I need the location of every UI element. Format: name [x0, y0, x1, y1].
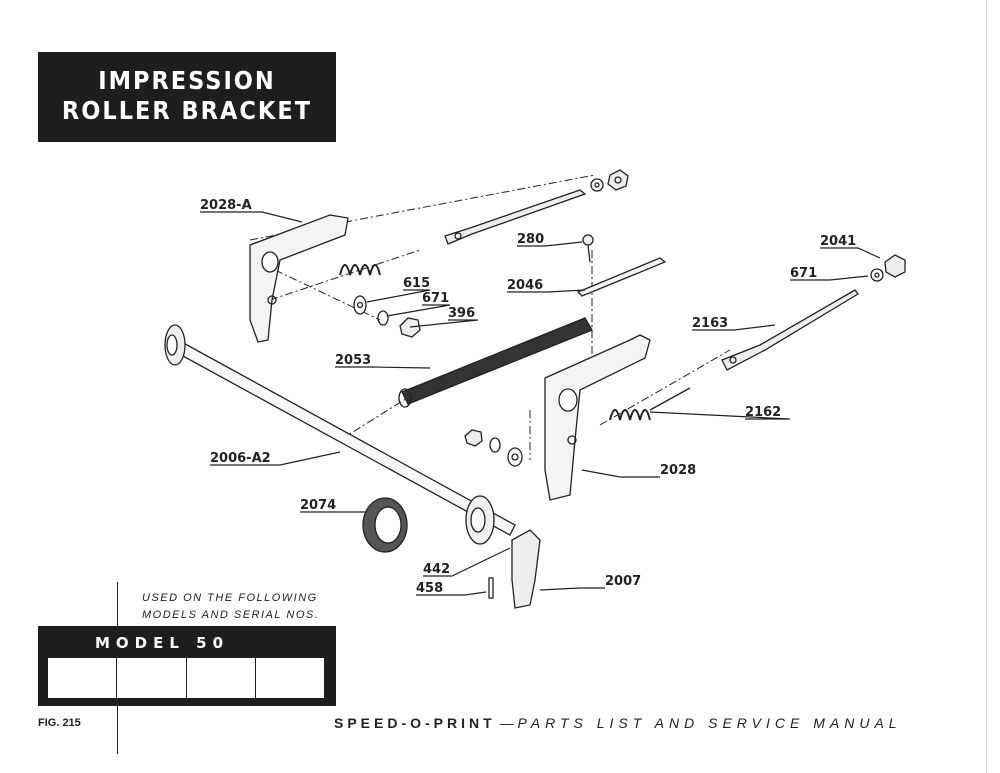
footer-brand: SPEED-O-PRINT — [334, 715, 496, 731]
part-label-280: 280 — [517, 232, 544, 247]
title-line-2: ROLLER BRACKET — [61, 96, 313, 125]
part-label-2028-a: 2028-A — [200, 198, 252, 213]
part-label-2046: 2046 — [507, 278, 543, 293]
part-label-2074: 2074 — [300, 498, 336, 513]
used-on-line-2: MODELS AND SERIAL NOS. — [142, 609, 320, 621]
model-box: MODEL 50 — [38, 626, 336, 706]
page-title: IMPRESSION ROLLER BRACKET — [38, 52, 336, 142]
used-on-line-1: USED ON THE FOLLOWING — [142, 592, 318, 604]
part-label-2162: 2162 — [745, 405, 781, 420]
part-label-671-right: 671 — [790, 266, 817, 281]
serial-cell — [48, 658, 117, 698]
part-label-442: 442 — [423, 562, 450, 577]
part-label-396: 396 — [448, 306, 475, 321]
serial-cell — [117, 658, 186, 698]
footer: SPEED-O-PRINT — PARTS LIST AND SERVICE M… — [334, 715, 902, 731]
part-label-2041: 2041 — [820, 234, 856, 249]
used-on-note: USED ON THE FOLLOWING MODELS AND SERIAL … — [142, 590, 319, 624]
part-label-458: 458 — [416, 581, 443, 596]
serial-number-cells — [48, 658, 324, 698]
page-edge — [986, 0, 987, 773]
footer-dash: — — [495, 715, 518, 731]
figure-number: FIG. 215 — [38, 717, 81, 729]
footer-subtitle: PARTS LIST AND SERVICE MANUAL — [517, 715, 902, 731]
part-label-2006-a2: 2006-A2 — [210, 451, 271, 466]
part-label-2028: 2028 — [660, 463, 696, 478]
part-label-2007: 2007 — [605, 574, 641, 589]
title-line-1: IMPRESSION — [98, 66, 276, 95]
part-label-2163: 2163 — [692, 316, 728, 331]
model-label: MODEL 50 — [94, 634, 230, 652]
part-label-2053: 2053 — [335, 353, 371, 368]
part-label-615: 615 — [403, 276, 430, 291]
serial-cell — [186, 658, 255, 698]
part-label-671-left: 671 — [422, 291, 449, 306]
serial-cell — [255, 658, 324, 698]
